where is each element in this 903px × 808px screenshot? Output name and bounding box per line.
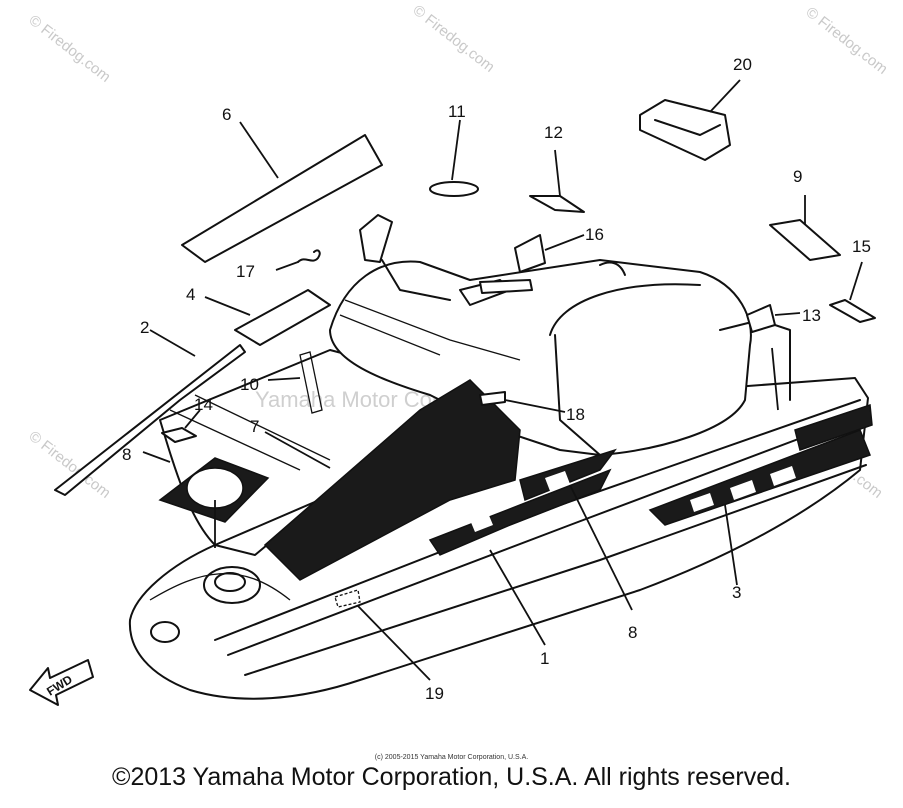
decal-6 — [181, 134, 383, 263]
part-label-3: 3 — [732, 583, 741, 602]
part-label-8-hull: 8 — [628, 623, 637, 642]
hull-stripe-left — [428, 468, 612, 556]
decal-19 — [334, 589, 361, 608]
part-label-7: 7 — [250, 417, 259, 436]
part-label-4: 4 — [186, 285, 195, 304]
part-label-18: 18 — [566, 405, 585, 424]
decal-15 — [829, 299, 876, 323]
decal-10 — [299, 351, 323, 414]
small-copyright: (c) 2005-2015 Yamaha Motor Corporation, … — [374, 754, 529, 761]
part-label-6: 6 — [222, 105, 231, 124]
decal-11 — [429, 181, 479, 197]
part-label-9: 9 — [793, 167, 802, 186]
part-label-11: 11 — [448, 102, 466, 121]
part-label-8: 8 — [122, 445, 131, 464]
part-labels: 6 11 12 20 9 16 15 17 4 13 2 10 14 18 7 … — [44, 55, 871, 703]
watercraft-hull — [128, 214, 869, 700]
side-stripe-upper — [794, 403, 873, 451]
watermark: © Firedog.com — [803, 4, 891, 78]
deck-mat — [263, 379, 521, 581]
part-label-19: 19 — [425, 684, 444, 703]
decal-14 — [161, 427, 197, 443]
part-label-16: 16 — [585, 225, 604, 244]
part-label-14: 14 — [194, 395, 213, 414]
part-label-20: 20 — [733, 55, 752, 74]
watermark: © Firedog.com — [26, 12, 114, 86]
decal-9 — [769, 219, 841, 261]
leader-lines — [142, 79, 863, 681]
part-label-12: 12 — [544, 123, 563, 142]
watermark: © Firedog.com — [410, 2, 498, 76]
part-label-15: 15 — [852, 237, 871, 256]
part-label-1: 1 — [540, 649, 549, 668]
part-label-17: 17 — [236, 262, 255, 281]
main-copyright: ©2013 Yamaha Motor Corporation, U.S.A. A… — [112, 763, 791, 791]
decal-16 — [514, 234, 546, 273]
part-label-13: 13 — [802, 306, 821, 325]
part-label-2: 2 — [140, 318, 149, 337]
decal-18 — [479, 391, 506, 406]
part-17 — [297, 249, 321, 263]
decal-2 — [54, 344, 246, 496]
decal-4 — [234, 289, 331, 346]
decal-12 — [529, 195, 585, 213]
loose-parts — [29, 99, 876, 706]
hull-stripe-mid — [519, 448, 618, 502]
decals — [263, 379, 873, 581]
part-label-10: 10 — [240, 375, 259, 394]
fwd-arrow — [29, 659, 94, 706]
decal-13 — [746, 304, 776, 333]
